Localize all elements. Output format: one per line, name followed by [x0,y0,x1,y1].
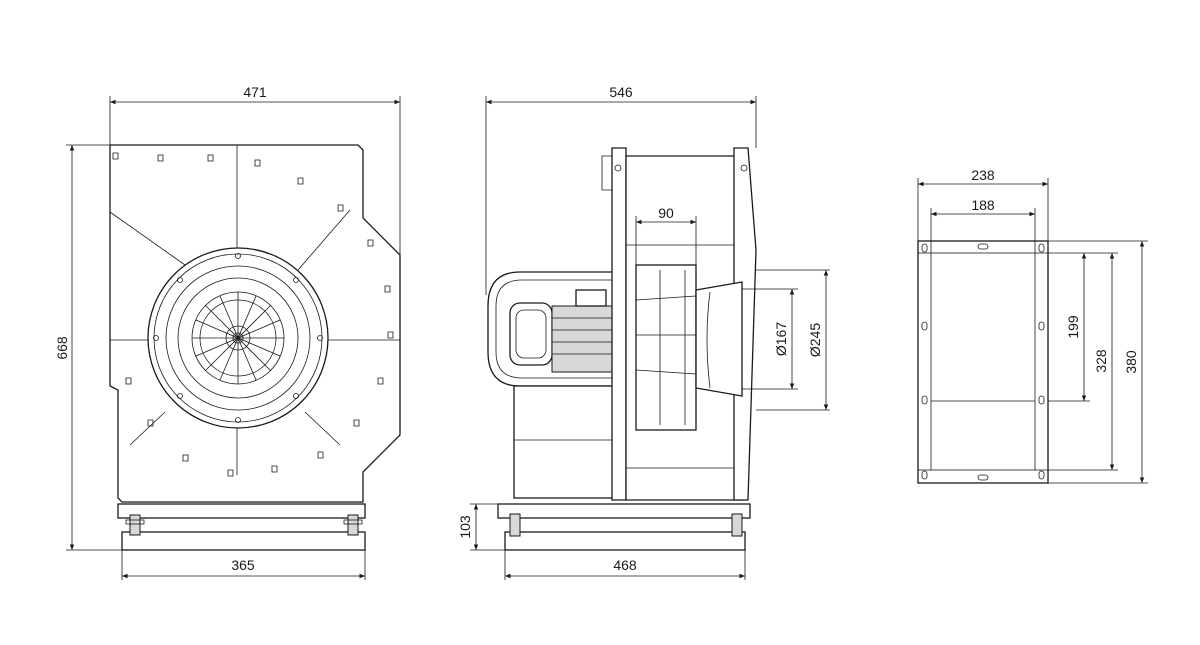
front-dimensions: 471 668 365 [54,84,401,580]
flange-view [917,240,1049,484]
front-view [109,144,401,551]
bolt-slots [112,152,394,477]
dim-flange-outer-width: 238 [971,167,995,183]
dim-flange-h3: 380 [1123,350,1139,374]
dim-flange-inner-width: 188 [971,197,995,213]
side-view [487,147,757,551]
dim-flange-h2: 328 [1093,349,1109,373]
dim-front-height: 668 [54,336,70,360]
dim-side-base-height: 103 [457,515,473,539]
dim-flange-h1: 199 [1065,315,1081,339]
dim-side-inner: 90 [658,205,674,221]
flange-dimensions: 238 188 199 328 380 [917,167,1148,484]
dim-side-dia-inner: Ø167 [773,322,789,356]
dim-side-width-bottom: 468 [613,557,637,573]
dim-front-width-top: 471 [243,84,267,100]
side-dimensions: 546 90 Ø167 Ø245 103 468 [457,84,830,580]
flange-holes [921,243,1045,481]
dim-side-dia-outer: Ø245 [807,323,823,357]
dim-side-width-top: 546 [609,84,633,100]
impeller-spokes [192,292,284,384]
dim-front-width-bottom: 365 [231,557,255,573]
